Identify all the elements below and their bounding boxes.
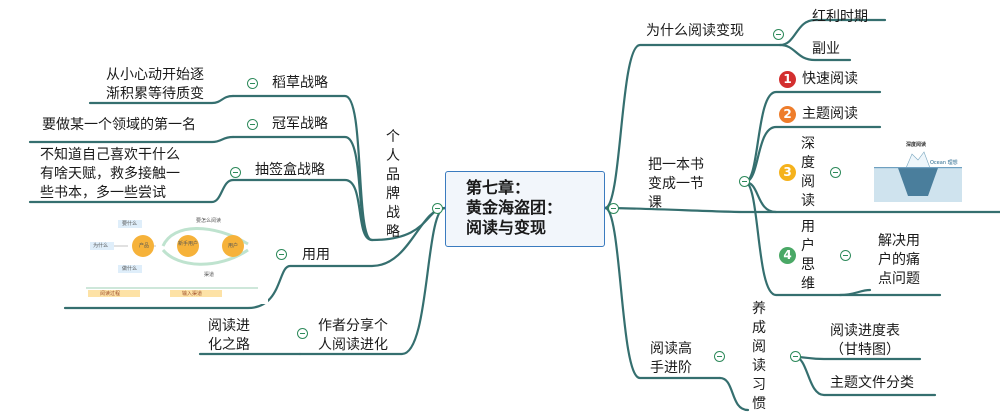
topic-line: 阅读进度表 [830,323,900,339]
topic-book-to-course[interactable]: 把一本书 变成一节 课 [648,156,704,213]
topic-line: 手进阶 [650,360,692,376]
flow-label: 要什么 [122,221,138,227]
flow-label: 为什么 [93,243,109,249]
topic-line: （甘特图） [830,342,900,358]
topic-line: 化之路 [208,337,250,353]
topic-line: 渐积累等待质变 [106,86,204,102]
topic-straw-detail[interactable]: 从小心动开始逐 渐积累等待质变 [106,66,204,104]
topic-reading-evolution[interactable]: 阅读进 化之路 [208,317,250,355]
topic-straw-strategy[interactable]: 稻草战略 [272,75,328,91]
topic-solve-pain-points[interactable]: 解决用 户的痛 点问题 [878,232,920,289]
topic-deep-reading[interactable]: 深度阅读 [801,136,815,209]
topic-use[interactable]: 用用 [302,247,330,263]
topic-progress-chart[interactable]: 阅读进度表 （甘特图） [830,322,900,360]
topic-file-classification[interactable]: 主题文件分类 [830,375,914,391]
topic-line: 不知道自己喜欢干什么 [40,147,180,163]
collapse-toggle-icon[interactable] [230,167,241,178]
collapse-toggle-icon[interactable] [773,29,784,40]
iceberg-water-label: Ocean 理想 [930,160,958,166]
topic-lottery-detail[interactable]: 不知道自己喜欢干什么 有啥天赋，救多接触一 些书本，多一些尝试 [40,146,180,203]
central-topic[interactable]: 第七章： 黄金海盗团： 阅读与变现 [445,171,605,247]
flow-label: 要怎么阅读 [196,218,222,224]
flow-diagram-image: 要什么 做什么 为什么 产品 新手用户 用户 要怎么阅读 渠道 阅读过程 输入渠… [78,208,268,304]
topic-line: 些书本，多一些尝试 [40,185,166,201]
topic-why-monetize[interactable]: 为什么阅读变现 [646,23,744,39]
central-line-1: 第七章： [466,178,531,197]
collapse-toggle-icon[interactable] [432,203,443,214]
topic-dividend-period[interactable]: 红利时期 [812,9,868,25]
topic-author-share[interactable]: 作者分享个 人阅读进化 [318,317,388,355]
topic-user-thinking[interactable]: 用户思维 [801,219,815,292]
central-line-2: 黄金海盗团： [466,198,563,217]
topic-line: 阅读进 [208,318,250,334]
central-line-3: 阅读与变现 [466,218,547,237]
iceberg-graphic [874,151,962,202]
topic-line: 变成一节 [648,176,704,192]
collapse-toggle-icon[interactable] [739,176,750,187]
flow-label: 做什么 [122,266,138,272]
topic-champion-detail[interactable]: 要做某一个领域的第一名 [42,117,196,133]
topic-line: 人阅读进化 [318,337,388,353]
flow-label: 输入渠道 [182,291,203,297]
collapse-toggle-icon[interactable] [830,167,841,178]
collapse-toggle-icon[interactable] [714,351,725,362]
collapse-toggle-icon[interactable] [297,328,308,339]
flow-label: 产品 [139,243,150,249]
collapse-toggle-icon[interactable] [247,78,258,89]
topic-theme-reading[interactable]: 主题阅读 [802,106,858,122]
priority-3-icon: 3 [779,164,796,181]
flow-label: 阅读过程 [100,291,121,297]
topic-lottery-strategy[interactable]: 抽签盒战略 [255,162,325,178]
topic-line: 把一本书 [648,157,704,173]
collapse-toggle-icon[interactable] [840,250,851,261]
topic-fast-reading[interactable]: 快速阅读 [802,71,858,87]
priority-4-icon: 4 [779,247,796,264]
topic-line: 点问题 [878,271,920,287]
flow-label: 新手用户 [178,241,199,247]
collapse-toggle-icon[interactable] [608,203,619,214]
flow-diagram-graphic [86,220,258,297]
topic-line: 阅读高 [650,341,692,357]
topic-line: 户的痛 [878,252,920,268]
topic-champion-strategy[interactable]: 冠军战略 [272,116,328,132]
iceberg-title: 深度阅读 [906,142,927,148]
topic-line: 解决用 [878,233,920,249]
priority-1-icon: 1 [779,71,796,88]
flow-label: 渠道 [204,272,215,278]
topic-line: 作者分享个 [318,318,388,334]
collapse-toggle-icon[interactable] [247,119,258,130]
topic-advanced-reader[interactable]: 阅读高 手进阶 [650,340,692,378]
iceberg-image: 深度阅读 Ocean 理想 [868,140,968,206]
topic-side-job[interactable]: 副业 [812,41,840,57]
topic-personal-brand[interactable]: 个人品牌战略 [386,129,400,240]
topic-reading-habit[interactable]: 养成阅读习惯 [752,301,766,412]
flow-label: 用户 [228,243,239,249]
topic-line: 有啥天赋，救多接触一 [40,166,180,182]
topic-line: 从小心动开始逐 [106,67,204,83]
collapse-toggle-icon[interactable] [276,249,287,260]
collapse-toggle-icon[interactable] [790,351,801,362]
topic-line: 课 [648,195,662,211]
priority-2-icon: 2 [779,106,796,123]
